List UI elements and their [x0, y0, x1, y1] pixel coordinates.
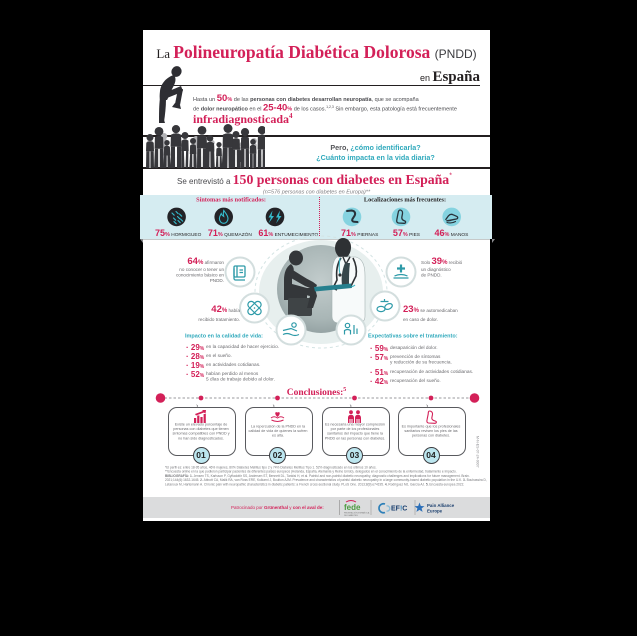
- svg-text:EF!C: EF!C: [391, 506, 407, 513]
- svg-text:FEDERACIÓN ESPAÑOLA: FEDERACIÓN ESPAÑOLA: [344, 512, 370, 515]
- svg-text:DE DIABETES: DE DIABETES: [344, 514, 358, 517]
- svg-text:Pain Alliance: Pain Alliance: [427, 503, 455, 508]
- svg-text:Europe: Europe: [427, 509, 443, 514]
- svg-text:fede: fede: [344, 503, 361, 512]
